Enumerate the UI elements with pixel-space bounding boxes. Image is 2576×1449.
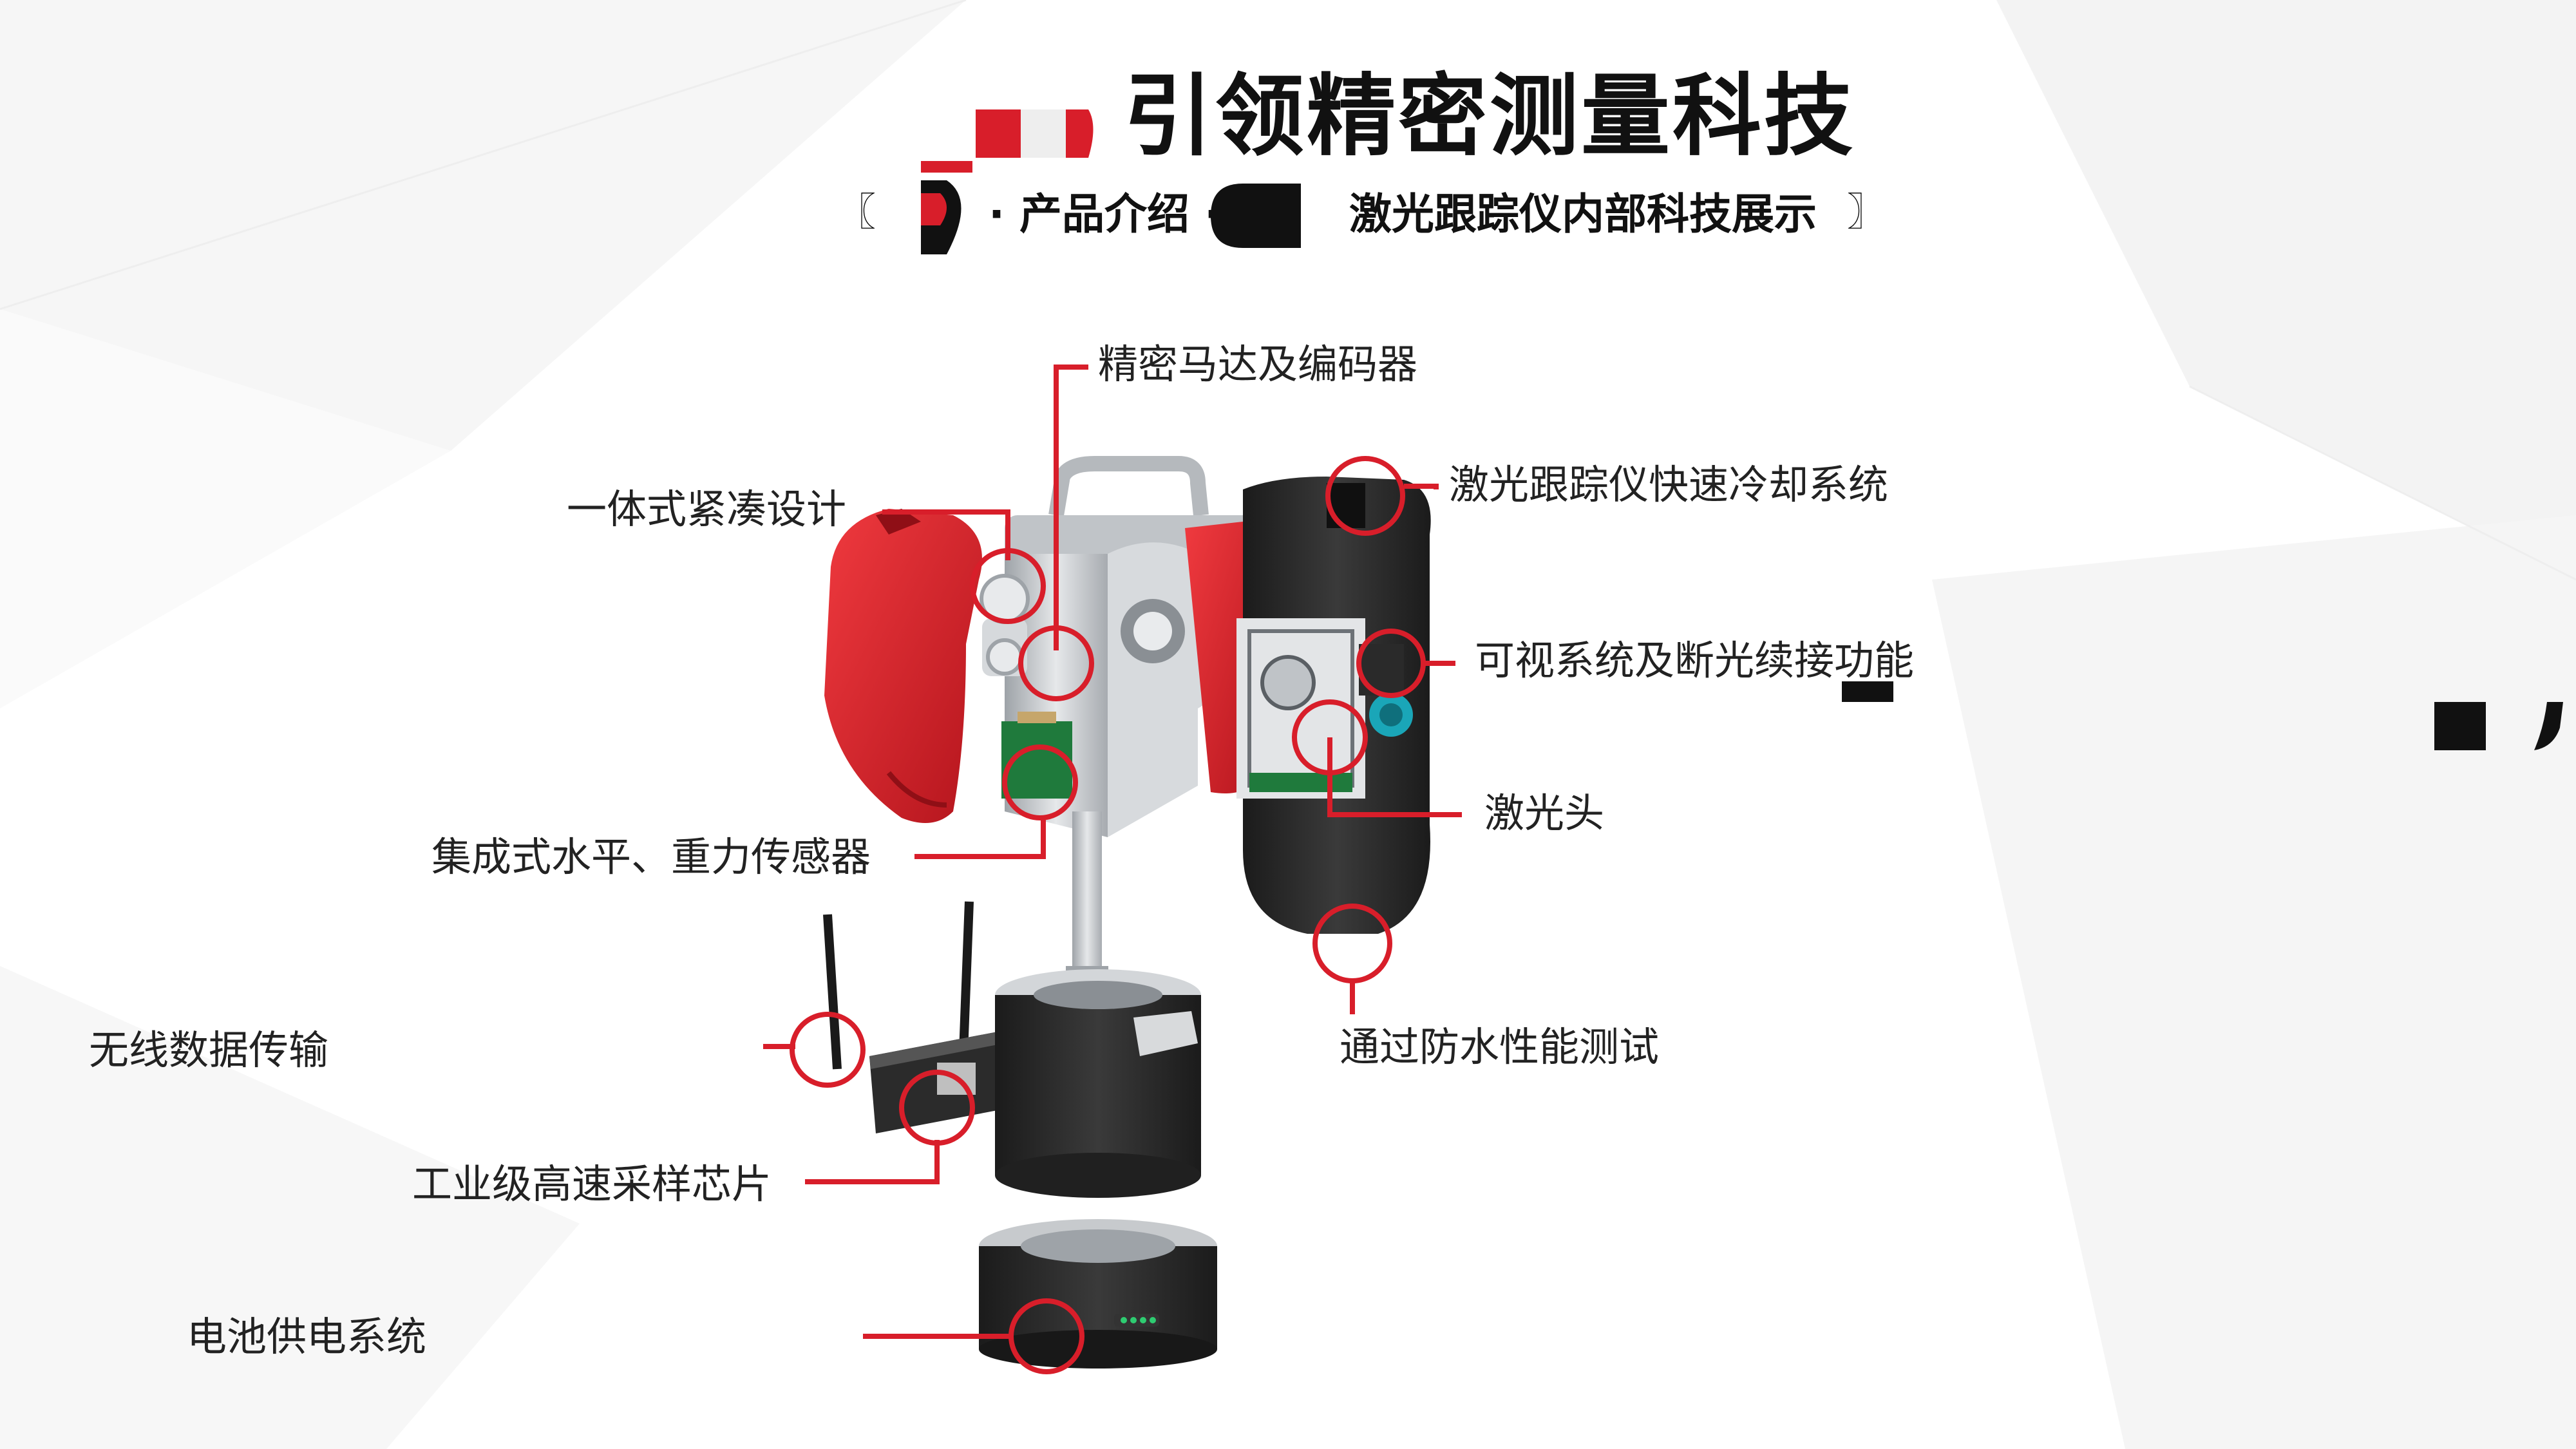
battery-unit bbox=[979, 1219, 1217, 1368]
callout-waterproof: 通过防水性能测试 bbox=[1340, 1023, 1660, 1070]
callout-vision-system: 可视系统及断光续接功能 bbox=[1475, 637, 1915, 684]
rotating-base bbox=[995, 969, 1201, 1198]
red-side-cover bbox=[824, 509, 982, 823]
callout-motor-encoder: 精密马达及编码器 bbox=[1098, 341, 1418, 388]
callout-battery: 电池供电系统 bbox=[187, 1313, 427, 1360]
callout-sampling-chip: 工业级高速采样芯片 bbox=[412, 1160, 772, 1208]
callout-wireless: 无线数据传输 bbox=[89, 1027, 329, 1074]
wireless-module bbox=[823, 901, 1011, 1133]
callout-compact-design: 一体式紧凑设计 bbox=[567, 486, 847, 533]
decorative-block bbox=[2434, 702, 2486, 750]
decorative-block bbox=[1842, 681, 1893, 702]
vertical-shaft bbox=[1072, 811, 1102, 972]
subtitle-right-bracket: 〗 bbox=[1847, 190, 1886, 235]
decorative-mark bbox=[2534, 702, 2563, 750]
callout-cooling-system: 激光跟踪仪快速冷却系统 bbox=[1449, 461, 1889, 508]
subtitle-dot-mark bbox=[1211, 184, 1301, 248]
page-title: 引领精密测量科技 bbox=[1124, 64, 1856, 168]
subtitle-section: · 产品介绍 · bbox=[989, 189, 1221, 239]
subtitle-topic: 激光跟踪仪内部科技展示 bbox=[1349, 189, 1817, 239]
callout-level-sensor: 集成式水平、重力传感器 bbox=[431, 833, 871, 880]
callout-laser-head: 激光头 bbox=[1484, 790, 1605, 837]
title-logo-mark bbox=[921, 109, 1094, 254]
subtitle-left-bracket: 〖 bbox=[837, 190, 876, 235]
